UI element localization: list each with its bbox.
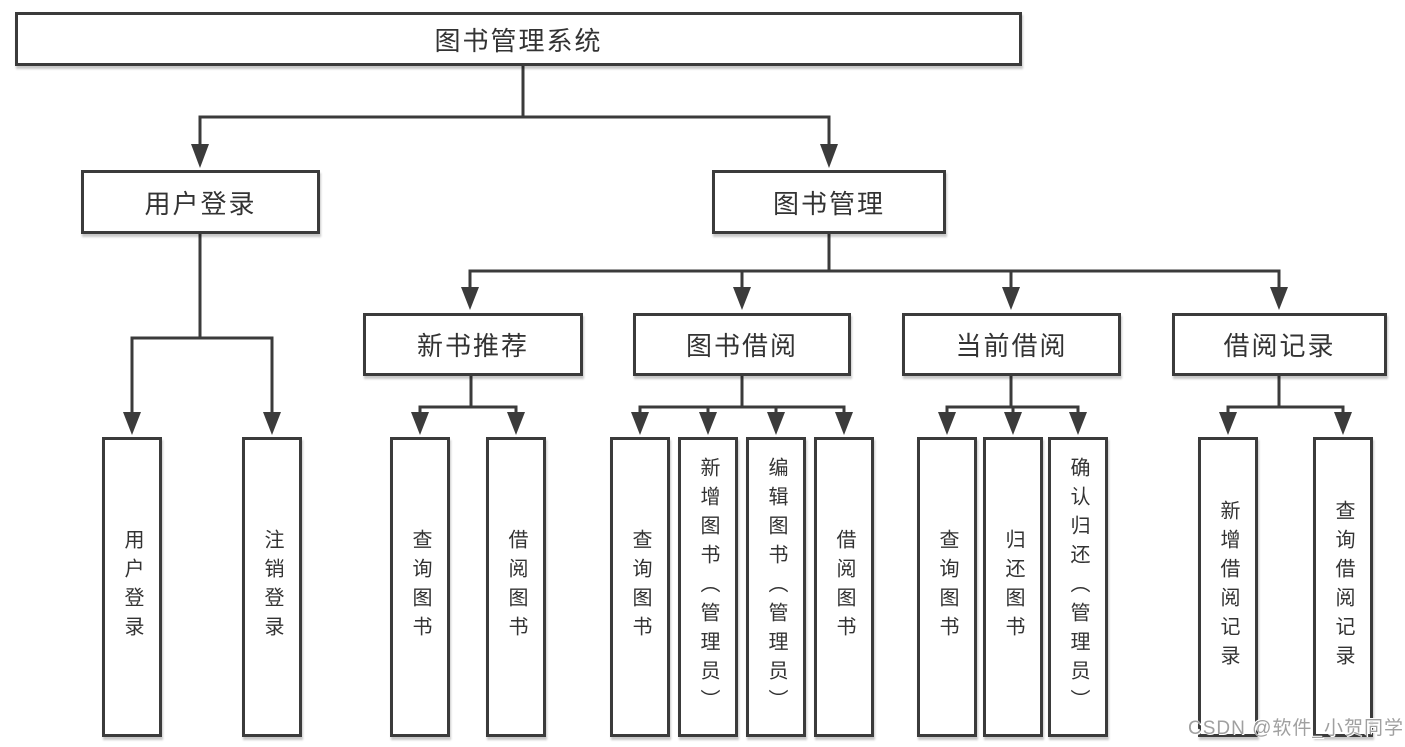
leaf-bb-query-books-label: 查询图书 [629, 529, 651, 645]
leaf-cb-return-books: 归还图书 [983, 437, 1043, 737]
arrow-down-icon [123, 412, 141, 435]
leaf-nb-query-books-label: 查询图书 [409, 529, 431, 645]
arrow-down-icon [1002, 287, 1020, 310]
arrow-down-icon [820, 144, 838, 168]
leaf-bb-edit-books-admin-label: 编辑图书（管理员） [765, 456, 787, 718]
node-book-management-label: 图书管理 [772, 188, 885, 219]
arrow-down-icon [191, 144, 209, 168]
arrow-down-icon [835, 412, 853, 435]
arrow-down-icon [1219, 412, 1237, 435]
arrow-down-icon [1334, 412, 1352, 435]
node-new-book-recommend: 新书推荐 [363, 313, 583, 376]
leaf-br-add-record-label: 新增借阅记录 [1217, 500, 1239, 674]
level1-branch-line [198, 115, 831, 145]
node-book-borrow: 图书借阅 [633, 313, 851, 376]
leaf-user-login-label: 用户登录 [121, 529, 143, 645]
current-borrow-branch-line [945, 376, 1080, 414]
leaf-bb-edit-books-admin: 编辑图书（管理员） [746, 437, 806, 737]
leaf-cb-confirm-return-admin: 确认归还（管理员） [1048, 437, 1108, 737]
arrow-down-icon [1270, 287, 1288, 310]
node-borrow-record: 借阅记录 [1172, 313, 1387, 376]
leaf-bb-add-books-admin-label: 新增图书（管理员） [697, 456, 719, 718]
node-user-login: 用户登录 [81, 170, 320, 234]
node-borrow-record-label: 借阅记录 [1223, 331, 1336, 361]
node-root: 图书管理系统 [15, 12, 1022, 66]
leaf-nb-query-books: 查询图书 [390, 437, 450, 737]
node-new-book-recommend-label: 新书推荐 [416, 331, 529, 361]
arrow-down-icon [699, 412, 717, 435]
leaf-bb-add-books-admin: 新增图书（管理员） [678, 437, 738, 737]
arrow-down-icon [1069, 412, 1087, 435]
leaf-br-query-record-label: 查询借阅记录 [1332, 500, 1354, 674]
leaf-cb-query-books: 查询图书 [917, 437, 977, 737]
leaf-bb-borrow-books-label: 借阅图书 [833, 529, 855, 645]
new-book-branch-line [418, 376, 518, 414]
leaf-cb-return-books-label: 归还图书 [1002, 529, 1024, 645]
leaf-logout-login-label: 注销登录 [261, 529, 283, 645]
csdn-watermark: CSDN @软件_小贺同学 [1188, 718, 1404, 739]
leaf-br-query-record: 查询借阅记录 [1313, 437, 1373, 737]
arrow-down-icon [461, 287, 479, 310]
book-borrow-branch-line [638, 376, 846, 414]
node-book-management: 图书管理 [712, 170, 946, 234]
arrow-down-icon [411, 412, 429, 435]
leaf-br-add-record: 新增借阅记录 [1198, 437, 1258, 737]
leaf-bb-borrow-books: 借阅图书 [814, 437, 874, 737]
leaf-bb-query-books: 查询图书 [610, 437, 670, 737]
node-book-borrow-label: 图书借阅 [685, 331, 798, 361]
leaf-logout-login: 注销登录 [242, 437, 302, 737]
node-current-borrow: 当前借阅 [902, 313, 1121, 376]
leaf-cb-query-books-label: 查询图书 [936, 529, 958, 645]
leaf-nb-borrow-books: 借阅图书 [486, 437, 546, 737]
borrow-record-branch-line [1226, 376, 1345, 414]
book-management-branch-line [468, 234, 1281, 289]
arrow-down-icon [733, 287, 751, 310]
arrow-down-icon [938, 412, 956, 435]
leaf-nb-borrow-books-label: 借阅图书 [505, 529, 527, 645]
arrow-down-icon [631, 412, 649, 435]
arrow-down-icon [507, 412, 525, 435]
node-user-login-label: 用户登录 [144, 188, 257, 219]
leaf-user-login: 用户登录 [102, 437, 162, 737]
leaf-cb-confirm-return-admin-label: 确认归还（管理员） [1067, 456, 1089, 718]
arrow-down-icon [767, 412, 785, 435]
user-login-branch-line [130, 234, 274, 413]
arrow-down-icon [263, 412, 281, 435]
arrow-down-icon [1004, 412, 1022, 435]
node-current-borrow-label: 当前借阅 [955, 331, 1068, 361]
node-root-label: 图书管理系统 [434, 25, 603, 56]
